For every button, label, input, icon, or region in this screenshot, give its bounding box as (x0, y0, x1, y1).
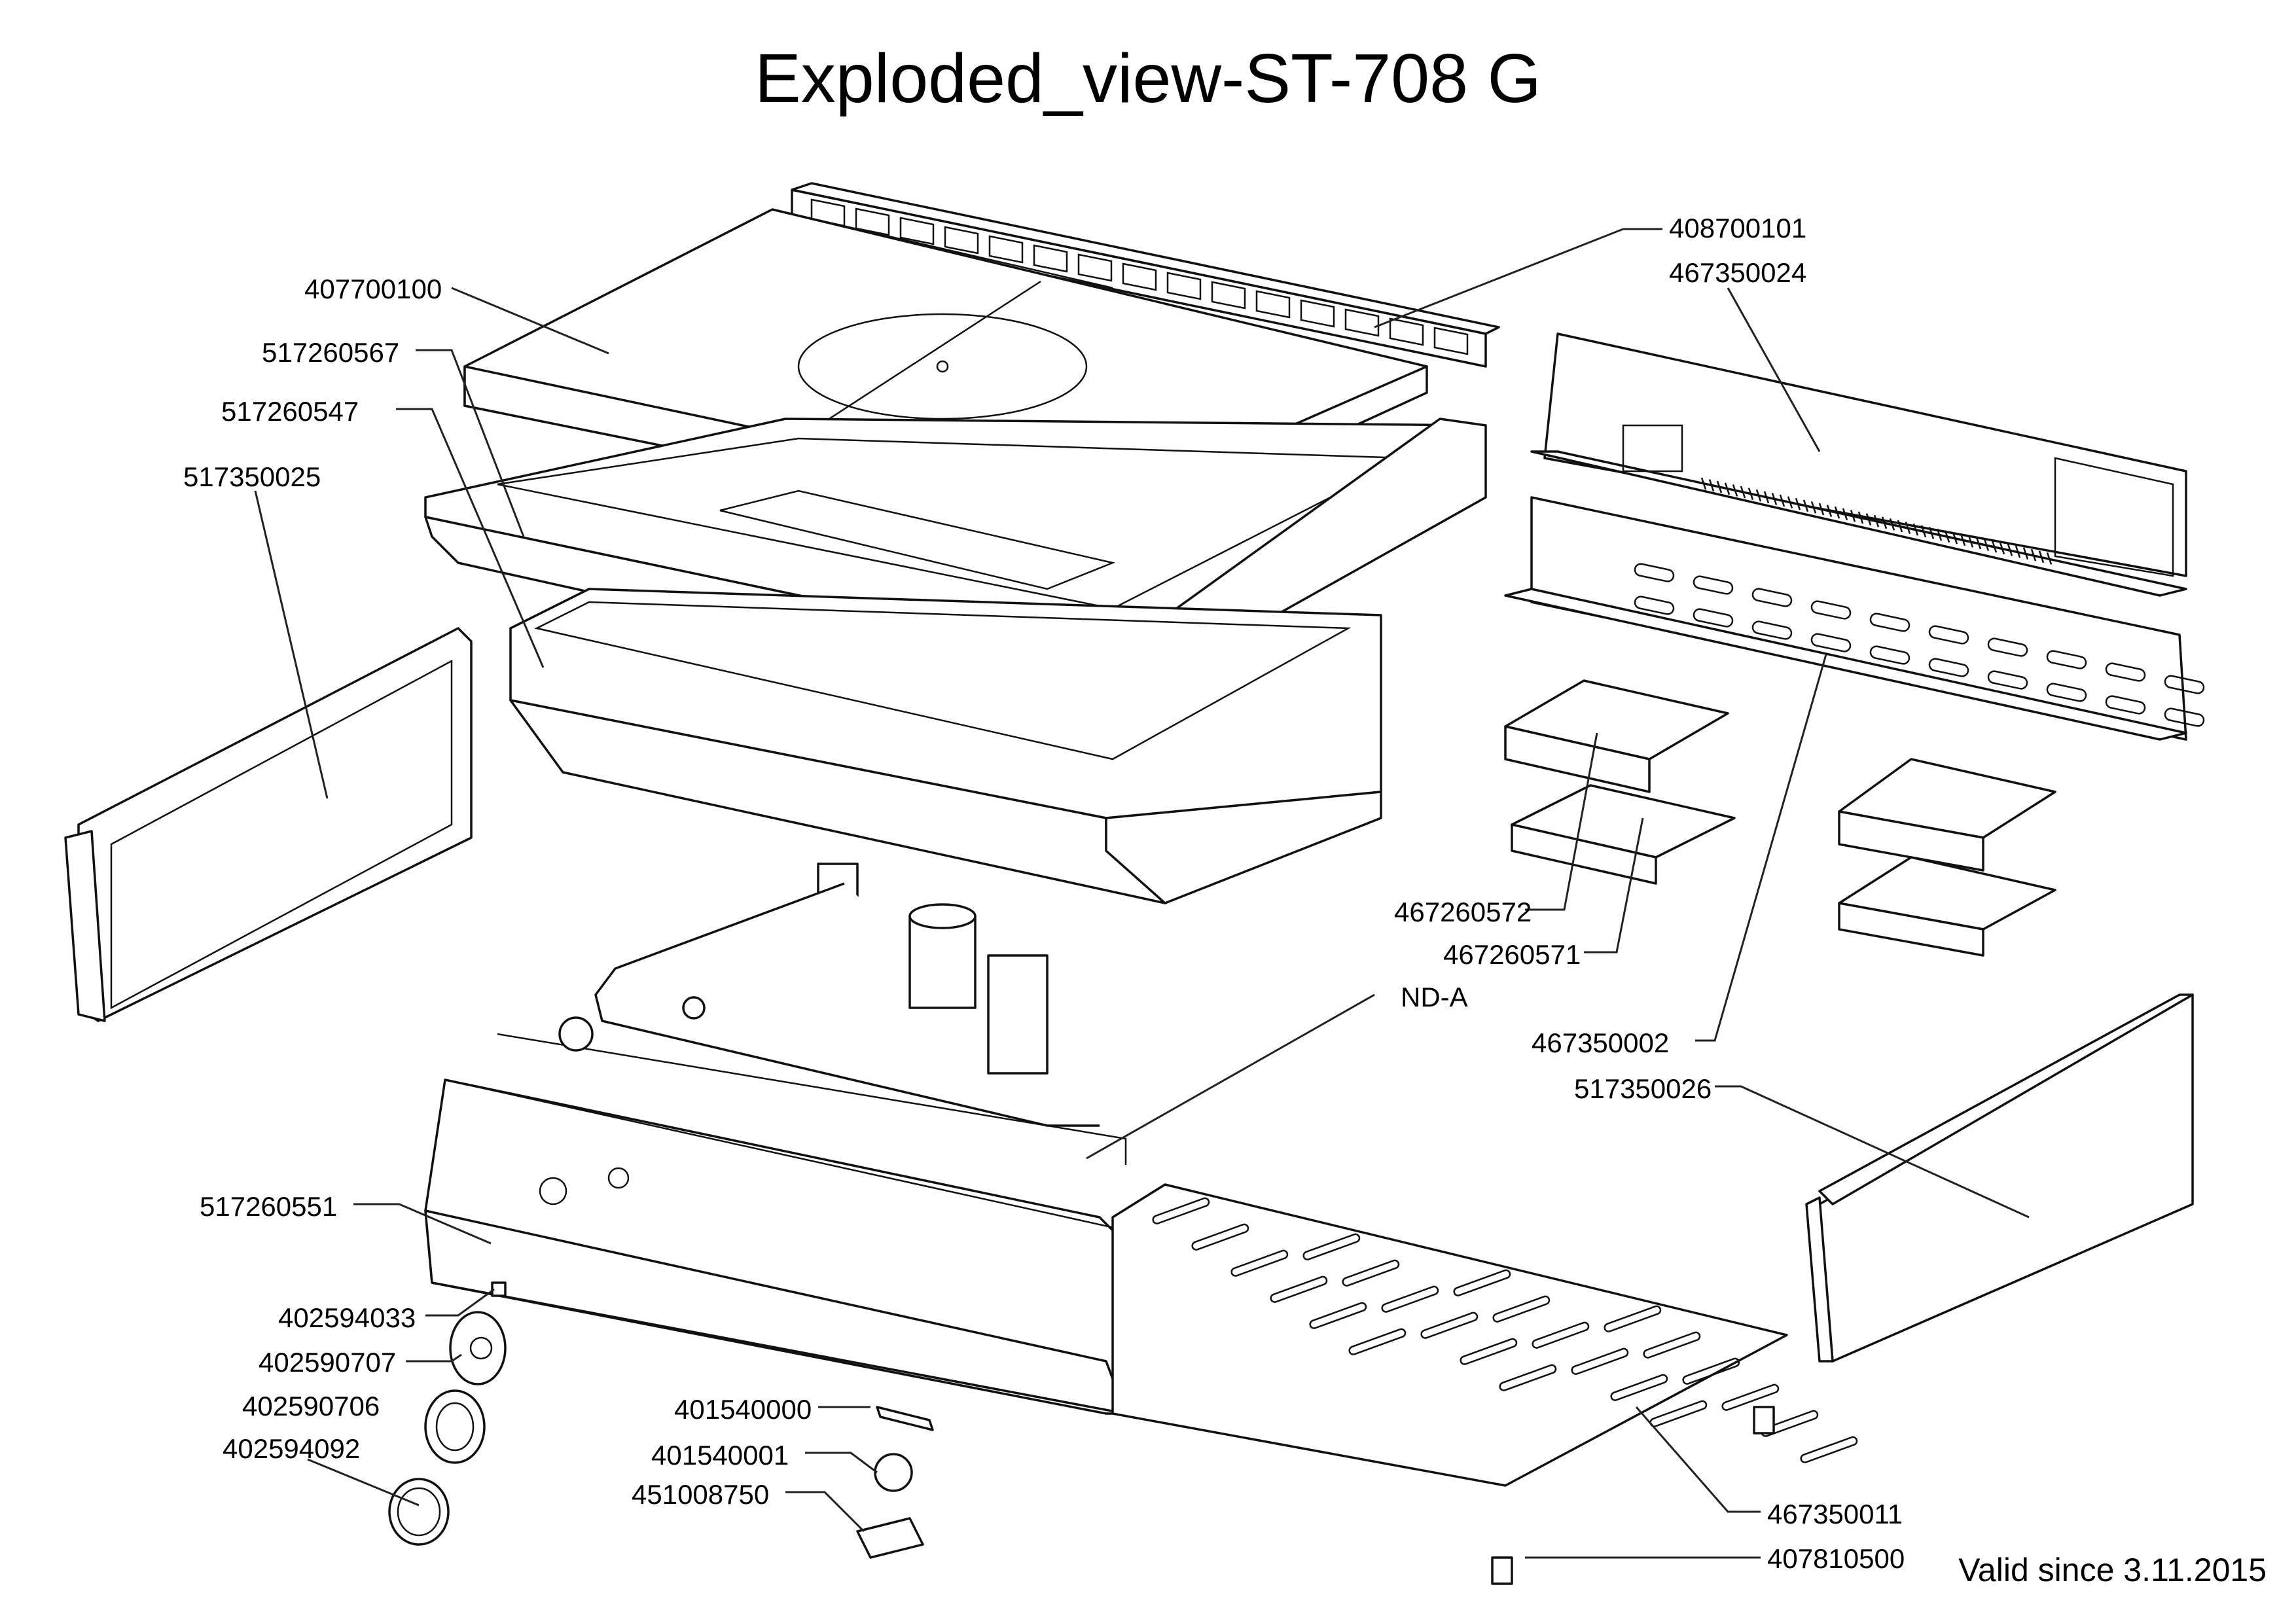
back-panel-467350024 (1530, 332, 2187, 597)
part-label-467260571: 467260571 (1443, 939, 1581, 970)
part-label-451008750: 451008750 (632, 1479, 770, 1510)
part-label-408700101: 408700101 (1669, 213, 1807, 243)
part-label-517260567: 517260567 (262, 337, 400, 368)
part-label-517260547: 517260547 (221, 396, 359, 427)
leader-lines (254, 228, 2030, 1559)
drawing-title: Exploded_view-ST-708 G (755, 40, 1541, 117)
control-panel-517260551 (424, 1079, 1127, 1415)
bracket-right-pair (1838, 758, 2056, 957)
rear-rail-408700101 (791, 182, 1500, 368)
part-label-ND-A: ND-A (1401, 982, 1468, 1012)
gas-assembly-ND-A (497, 863, 1127, 1165)
bracket-467260571 (1511, 784, 1736, 885)
part-label-517350026: 517350026 (1574, 1073, 1712, 1104)
part-label-467260572: 467260572 (1394, 897, 1532, 927)
part-label-402590707: 402590707 (259, 1347, 397, 1378)
side-panel-517350026 (1805, 993, 2194, 1363)
part-label-467350024: 467350024 (1669, 257, 1807, 288)
part-label-402594033: 402594033 (278, 1302, 416, 1333)
part-label-401540001: 401540001 (651, 1440, 789, 1471)
part-label-407810500: 407810500 (1767, 1543, 1905, 1574)
part-label-467350011: 467350011 (1767, 1499, 1903, 1529)
part-label-407700100: 407700100 (304, 274, 442, 304)
side-panel-517350025 (64, 627, 473, 1022)
part-label-517260551: 517260551 (200, 1191, 338, 1222)
validity-note: Valid since 3.11.2015 (1958, 1552, 2267, 1588)
bracket-467260572 (1504, 679, 1729, 793)
knob-parts (388, 1281, 1775, 1585)
base-plate-467350011 (1111, 1183, 1858, 1487)
housing-517260547 (509, 588, 1382, 904)
part-label-402594092: 402594092 (223, 1433, 361, 1464)
part-label-517350025: 517350025 (183, 461, 321, 492)
part-label-401540000: 401540000 (674, 1394, 812, 1425)
part-label-467350002: 467350002 (1532, 1027, 1670, 1058)
panel-467350002 (1504, 496, 2205, 741)
part-label-402590706: 402590706 (242, 1391, 380, 1421)
